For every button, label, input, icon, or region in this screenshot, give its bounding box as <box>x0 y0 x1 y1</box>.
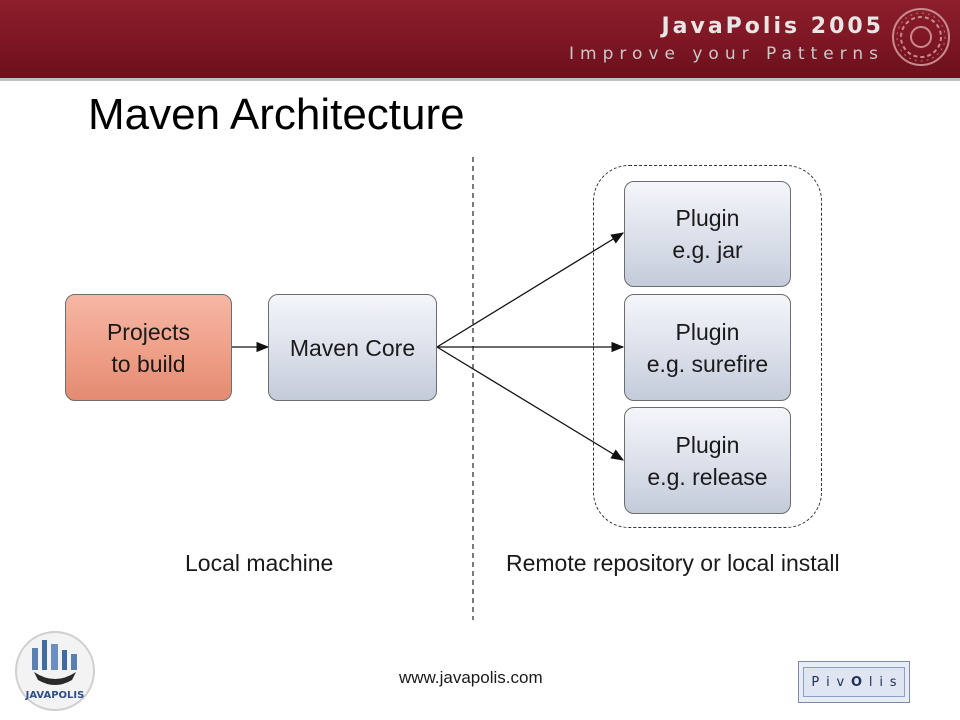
brand-subtitle: Improve your Patterns <box>569 44 884 64</box>
maven-core-box: Maven Core <box>268 294 437 401</box>
header-divider <box>0 78 960 81</box>
pivolis-letter: l <box>868 674 873 690</box>
plugin-jar-line-2: e.g. jar <box>672 237 743 263</box>
pivolis-letter: i <box>826 674 830 690</box>
pivolis-letter: s <box>889 674 897 690</box>
plugin-jar-box: Plugin e.g. jar <box>624 181 791 287</box>
local-machine-label: Local machine <box>185 550 334 576</box>
projects-line-2: to build <box>111 350 186 377</box>
projects-line-1: Projects <box>106 318 191 345</box>
pivolis-letter: v <box>836 674 845 690</box>
left-logo-text: JAVAPOLIS <box>25 690 85 701</box>
plugin-release-line-2: e.g. release <box>647 463 768 490</box>
pivolis-letter: P <box>811 674 820 690</box>
pivolis-logo: P i v O l i s <box>798 661 910 703</box>
remote-repository-label: Remote repository or local install <box>506 550 840 576</box>
header-banner: JavaPolis 2005 Improve your Patterns <box>0 0 960 78</box>
plugin-release-box: Plugin e.g. release <box>624 407 791 514</box>
javapolis-logo-icon: JAVAPOLIS <box>15 631 95 711</box>
emblem-icon <box>892 8 950 66</box>
footer-url: www.javapolis.com <box>399 668 543 687</box>
plugin-surefire-line-2: e.g. surefire <box>646 350 769 377</box>
plugin-jar-line-1: Plugin <box>675 205 740 231</box>
pivolis-letter: i <box>879 674 883 690</box>
plugin-surefire-line-1: Plugin <box>675 318 740 345</box>
plugin-surefire-box: Plugin e.g. surefire <box>624 294 791 401</box>
brand-title: JavaPolis 2005 <box>661 14 884 39</box>
arrow-core-to-plugin-jar <box>436 232 625 348</box>
plugin-release-line-1: Plugin <box>675 431 740 458</box>
projects-box: Projects to build <box>65 294 232 401</box>
arrow-core-to-plugin-release <box>436 346 625 461</box>
pivolis-letter: O <box>851 674 863 690</box>
maven-core-label: Maven Core <box>289 334 416 361</box>
plugin-group <box>593 165 822 528</box>
slide-title: Maven Architecture <box>88 90 465 139</box>
